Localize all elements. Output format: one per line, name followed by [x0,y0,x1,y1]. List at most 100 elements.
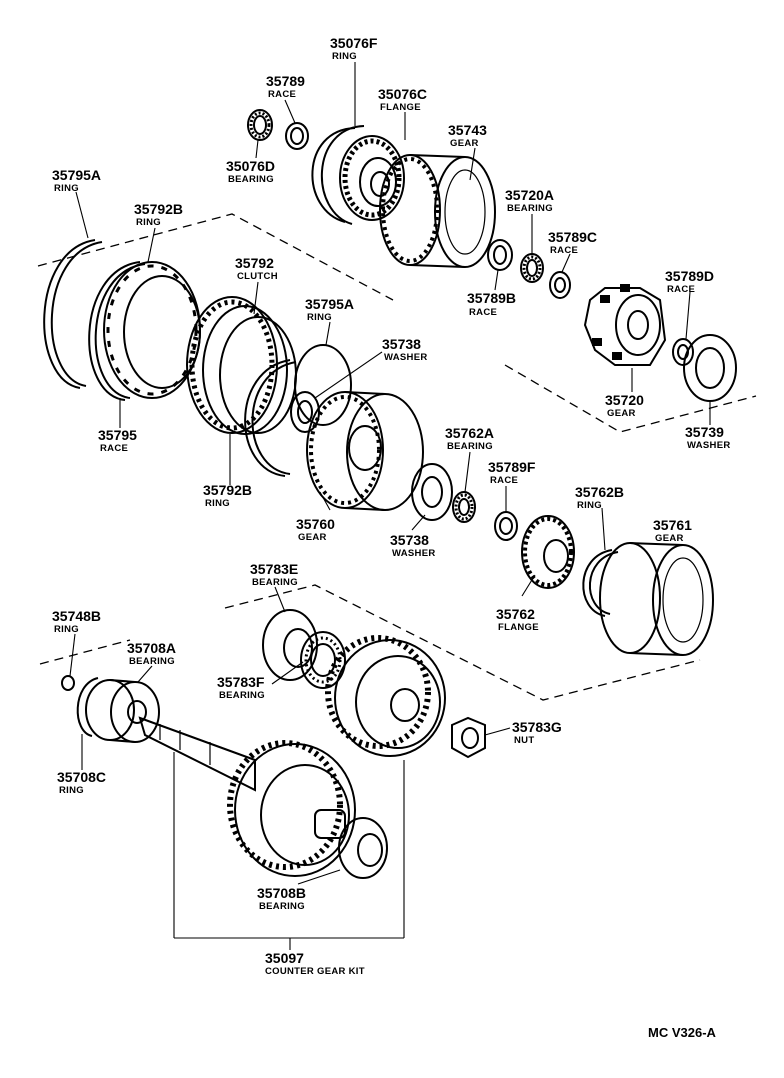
part-number: 35762A [445,425,494,441]
part-name: WASHER [384,352,428,363]
callout-p4: 35743 GEAR [448,122,487,149]
callout-p28: 35708A BEARING [127,640,176,667]
part-number: 35789B [467,290,516,306]
part-number: 35760 [296,516,335,532]
callout-p26: 35762 FLANGE [496,606,539,633]
callout-p6: 35795A RING [52,167,101,194]
part-name: RACE [469,307,497,318]
part-name: GEAR [450,138,479,149]
callout-p18: 35762A BEARING [445,425,494,452]
callout-p5: 35076D BEARING [226,158,275,185]
part-name: RING [307,312,332,323]
callout-p31: 35708C RING [57,769,106,796]
part-35708C-ring-drawing [76,677,99,737]
callout-p19: 35792B RING [203,482,252,509]
part-35762A-bearing-drawing [452,491,476,523]
part-name: BEARING [252,577,298,588]
part-number: 35743 [448,122,487,138]
part-name: RING [136,217,161,228]
part-name: RING [205,498,230,509]
figure-code: MC V326-A [648,1025,717,1040]
part-35795-race-drawing [103,261,201,399]
part-number: 35795A [52,167,101,183]
part-number: 35792 [235,255,274,271]
callout-p11: 35789D RACE [665,268,714,295]
part-name: RING [332,51,357,62]
callout-p27: 35748B RING [52,608,101,635]
part-35789F-race-drawing [494,511,518,541]
part-name: CLUTCH [237,271,278,282]
part-number: 35762 [496,606,535,622]
callout-p15: 35720 GEAR [605,392,644,419]
part-number: 35708C [57,769,106,785]
part-number: 35076D [226,158,275,174]
part-name: RACE [268,89,296,100]
callout-p20: 35789F RACE [488,459,536,486]
part-35792-clutch-drawing [186,296,297,435]
part-name: NUT [514,735,534,746]
part-number: 35789 [266,73,305,89]
part-35762-flange-drawing [521,515,575,589]
part-35789D-race-drawing [672,338,694,366]
callout-p10: 35792 CLUTCH [235,255,278,282]
part-number: 35076F [330,35,378,51]
part-35076C-flange-drawing [339,135,405,221]
part-counter-shaft-drawing [138,716,256,792]
callout-p2: 35789 RACE [266,73,305,100]
part-name: BEARING [219,690,265,701]
part-name: COUNTER GEAR KIT [265,966,365,977]
part-35783G-nut-drawing [451,716,486,759]
part-name: BEARING [259,901,305,912]
callout-p17: 35795 RACE [98,427,137,454]
part-35720A-bearing-drawing [520,253,544,283]
part-35795A-lower-ring-drawing [294,344,352,426]
part-35708B-bearing-drawing [338,817,388,879]
callout-p1: 35076F RING [330,35,378,62]
part-name: BEARING [507,203,553,214]
part-number: 35762B [575,484,624,500]
part-number: 35795A [305,296,354,312]
part-number: 35720A [505,187,554,203]
callout-p14: 35738 WASHER [382,336,428,363]
callout-p23: 35761 GEAR [653,517,692,544]
part-name: WASHER [687,440,731,451]
part-35076D-bearing-drawing [247,109,273,141]
callout-p7: 35792B RING [134,201,183,228]
part-number: 35720 [605,392,644,408]
part-name: GEAR [298,532,327,543]
part-number: 35097 [265,950,304,966]
part-name: RING [54,624,79,635]
part-name: BEARING [447,441,493,452]
part-number: 35748B [52,608,101,624]
callout-p9: 35789C RACE [548,229,597,256]
part-name: BEARING [228,174,274,185]
part-driven-gear-drawing [325,635,446,757]
part-number: 35076C [378,86,427,102]
part-35743-gear-drawing [379,154,496,268]
part-number: 35783E [250,561,298,577]
part-number: 35738 [390,532,429,548]
callout-p32: 35708B BEARING [257,885,306,912]
part-name: RACE [550,245,578,256]
part-number: 35789F [488,459,536,475]
part-number: 35761 [653,517,692,533]
part-name: RING [54,183,79,194]
part-number: 35738 [382,336,421,352]
part-name: RACE [490,475,518,486]
part-name: FLANGE [498,622,539,633]
part-name: RACE [667,284,695,295]
reference-planes [37,213,757,701]
part-number: 35792B [134,201,183,217]
part-number: 35739 [685,424,724,440]
callout-p21: 35762B RING [575,484,624,511]
callout-p24: 35738 WASHER [390,532,435,559]
part-number: 35708A [127,640,176,656]
callout-p16: 35739 WASHER [685,424,731,451]
part-name: RING [59,785,84,796]
callout-p3: 35076C FLANGE [378,86,427,113]
part-number: 35783F [217,674,265,690]
callout-p8: 35720A BEARING [505,187,554,214]
part-name: GEAR [655,533,684,544]
part-name: RING [577,500,602,511]
